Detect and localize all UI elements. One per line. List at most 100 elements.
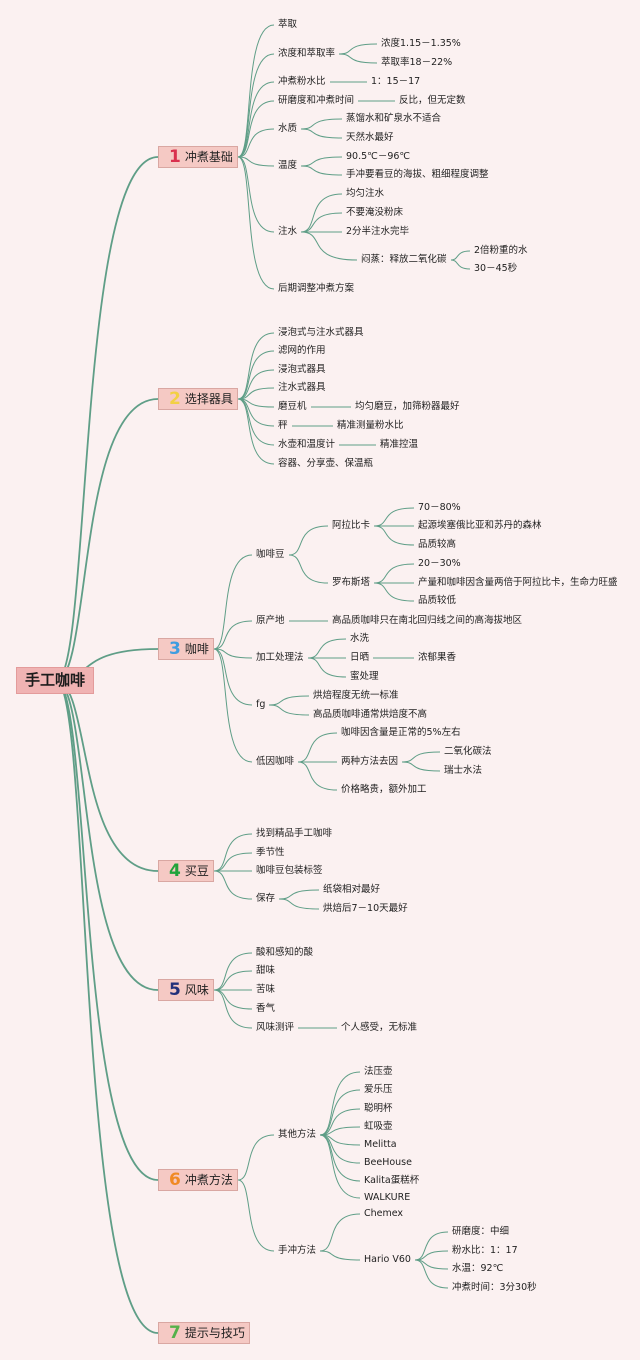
mindmap-node[interactable]: 1：15－17 — [371, 76, 421, 87]
mindmap-node[interactable]: 苦味 — [256, 984, 276, 995]
connector-line — [300, 165, 343, 176]
mindmap-node[interactable]: 烘焙程度无统一标准 — [313, 690, 399, 701]
mindmap-node[interactable]: 高品质咖啡只在南北回归线之间的高海拔地区 — [332, 615, 523, 626]
mindmap-node[interactable]: 滤网的作用 — [278, 345, 326, 356]
mindmap-node[interactable]: 手冲方法 — [278, 1245, 317, 1256]
mindmap-node[interactable]: 浸泡式器具 — [278, 364, 326, 375]
mindmap-node[interactable]: 甜味 — [256, 965, 276, 976]
mindmap-node[interactable]: 均匀磨豆，加筛粉器最好 — [355, 401, 460, 412]
mindmap-node[interactable]: 个人感受，无标准 — [341, 1022, 418, 1033]
mindmap-node[interactable]: Kalita蛋糕杯 — [364, 1175, 420, 1186]
mindmap-node[interactable]: 萃取率18－22% — [381, 57, 453, 68]
mindmap-node[interactable]: Chemex — [364, 1208, 404, 1219]
mindmap-node[interactable]: 蜜处理 — [350, 671, 379, 682]
mindmap-node[interactable]: 90.5℃－96℃ — [346, 151, 411, 162]
mindmap-node[interactable]: 咖啡豆 — [256, 549, 285, 560]
connector-line — [307, 657, 347, 678]
mindmap-node[interactable]: 品质较高 — [418, 539, 457, 550]
mindmap-node[interactable]: 高品质咖啡通常烘焙度不高 — [313, 709, 428, 720]
connector-line — [373, 563, 415, 584]
mindmap-node[interactable]: 冲煮时间：3分30秒 — [452, 1282, 537, 1293]
mindmap-node[interactable]: 法压壶 — [364, 1066, 393, 1077]
mindmap-node[interactable]: WALKURE — [364, 1192, 411, 1203]
mindmap-node[interactable]: 低因咖啡 — [256, 756, 295, 767]
mindmap-node[interactable]: 找到精品手工咖啡 — [256, 828, 333, 839]
mindmap-node[interactable]: 研磨度：中细 — [452, 1226, 510, 1237]
mindmap-node[interactable]: Hario V60 — [364, 1254, 411, 1265]
mindmap-node[interactable]: 品质较低 — [418, 595, 457, 606]
mindmap-node[interactable]: 季节性 — [256, 847, 285, 858]
mindmap-node[interactable]: 浓郁果香 — [418, 652, 457, 663]
mindmap-node[interactable]: BeeHouse — [364, 1157, 412, 1168]
mindmap-node[interactable]: 风味测评 — [256, 1022, 295, 1033]
mindmap-node[interactable]: 手冲要看豆的海拔、粗细程度调整 — [346, 169, 489, 180]
mindmap-node[interactable]: 阿拉比卡 — [332, 520, 371, 531]
mindmap-node[interactable]: 价格略贵，额外加工 — [341, 784, 427, 795]
mindmap-node[interactable]: 粉水比：1：17 — [452, 1245, 518, 1256]
mindmap-node[interactable]: Melitta — [364, 1139, 397, 1150]
mindmap-node[interactable]: 其他方法 — [278, 1129, 317, 1140]
mindmap-node[interactable]: 保存 — [256, 893, 276, 904]
mindmap-node[interactable]: 研磨度和冲煮时间 — [278, 95, 355, 106]
mindmap-node[interactable]: 蒸馏水和矿泉水不适合 — [346, 113, 442, 124]
mindmap-node[interactable]: 不要淹没粉床 — [346, 207, 404, 218]
mindmap-node[interactable]: 加工处理法 — [256, 652, 304, 663]
mindmap-node[interactable]: fg — [256, 699, 266, 710]
connector-line — [450, 250, 471, 261]
mindmap-node[interactable]: 酸和感知的酸 — [256, 947, 314, 958]
mindmap-node[interactable]: 闷蒸：释放二氧化碳 — [361, 254, 447, 265]
mindmap-node[interactable]: 精准测量粉水比 — [337, 420, 404, 431]
mindmap-node[interactable]: 30－45秒 — [474, 263, 518, 274]
mindmap-node[interactable]: 产量和咖啡因含量两倍于阿拉比卡，生命力旺盛 — [418, 577, 618, 588]
mindmap-node[interactable]: 纸袋相对最好 — [323, 884, 381, 895]
mindmap-node[interactable]: 2分半注水完毕 — [346, 226, 410, 237]
mindmap-node[interactable]: 香气 — [256, 1003, 276, 1014]
mindmap-node[interactable]: 爱乐压 — [364, 1084, 393, 1095]
mindmap-node[interactable]: 精准控温 — [380, 439, 419, 450]
mindmap-node[interactable]: 后期调整冲煮方案 — [278, 283, 355, 294]
mindmap-node[interactable]: 反比，但无定数 — [399, 95, 466, 106]
topic-label: 冲煮方法 — [184, 1173, 233, 1187]
mindmap-node[interactable]: 起源埃塞俄比亚和苏丹的森林 — [418, 520, 542, 531]
mindmap-node[interactable]: 瑞士水法 — [444, 765, 483, 776]
mindmap-node[interactable]: 浸泡式与注水式器具 — [278, 327, 364, 338]
mindmap-node[interactable]: 浓度和萃取率 — [278, 48, 336, 59]
mindmap-node[interactable]: 水温：92℃ — [452, 1263, 504, 1274]
mindmap-node[interactable]: 原产地 — [256, 615, 285, 626]
mindmap-node[interactable]: 磨豆机 — [278, 401, 307, 412]
mindmap-node[interactable]: 萃取 — [278, 19, 298, 30]
mindmap-node[interactable]: 容器、分享壶、保温瓶 — [278, 458, 374, 469]
mindmap-node[interactable]: 烘焙后7－10天最好 — [323, 903, 408, 914]
mindmap-node[interactable]: 两种方法去因 — [341, 756, 399, 767]
mindmap-node[interactable]: 20－30% — [418, 558, 461, 569]
mindmap-node[interactable]: 聪明杯 — [364, 1103, 393, 1114]
mindmap-node[interactable]: 注水 — [278, 226, 298, 237]
mindmap-node[interactable]: 咖啡因含量是正常的5%左右 — [341, 727, 461, 738]
mindmap-node[interactable]: 70－80% — [418, 502, 461, 513]
mindmap-node[interactable]: 水壶和温度计 — [278, 439, 336, 450]
mindmap-node[interactable]: 秤 — [278, 420, 288, 431]
mindmap-node[interactable]: 日晒 — [350, 652, 370, 663]
mindmap-node[interactable]: 温度 — [278, 160, 298, 171]
connector-line — [55, 680, 159, 1181]
mindmap-node[interactable]: 虹吸壶 — [364, 1121, 393, 1132]
mindmap-node[interactable]: 冲煮粉水比 — [278, 76, 326, 87]
mindmap-node[interactable]: 水洗 — [350, 633, 370, 644]
mindmap-node[interactable]: 罗布斯塔 — [332, 577, 371, 588]
mindmap-node[interactable]: 天然水最好 — [346, 132, 394, 143]
mindmap-node[interactable]: 均匀注水 — [346, 188, 385, 199]
mindmap-node[interactable]: 浓度1.15－1.35% — [381, 38, 461, 49]
mindmap-node[interactable]: 注水式器具 — [278, 382, 326, 393]
topic-label: 提示与技巧 — [184, 1326, 245, 1340]
mindmap-node[interactable]: 2倍粉重的水 — [474, 245, 528, 256]
mindmap-node[interactable]: 二氧化碳法 — [444, 746, 492, 757]
mindmap-node[interactable]: 水质 — [278, 123, 298, 134]
mindmap-node[interactable]: 咖啡豆包装标签 — [256, 865, 323, 876]
